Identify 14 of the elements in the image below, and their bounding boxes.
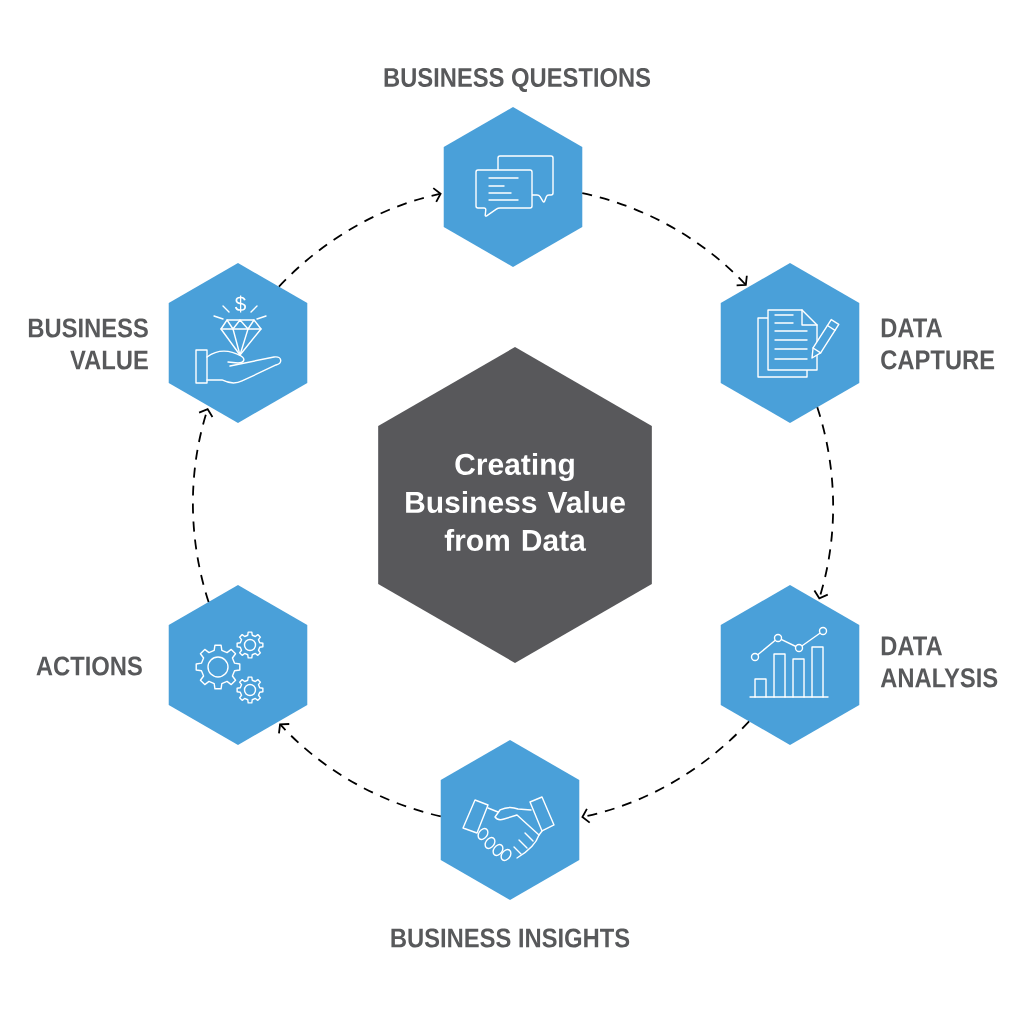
step-label: BUSINESS VALUE [28,318,148,370]
step-label: ACTIONS [36,656,142,676]
cycle-arrow [813,406,835,600]
cycle-arrow [192,407,214,603]
cycle-arrow [278,187,442,288]
dollar-sign: $ [234,295,246,313]
center-hexagon: Creating Business Value from Data [378,347,652,663]
cycle-arrow [581,720,750,824]
step-label: DATA ANALYSIS [880,636,998,688]
step-label: DATA CAPTURE [881,318,995,370]
cycle-arrow [278,723,442,818]
cycle-arrow [581,192,748,287]
step-label: BUSINESS INSIGHTS [391,928,630,948]
step-label: BUSINESS QUESTIONS [384,67,651,93]
